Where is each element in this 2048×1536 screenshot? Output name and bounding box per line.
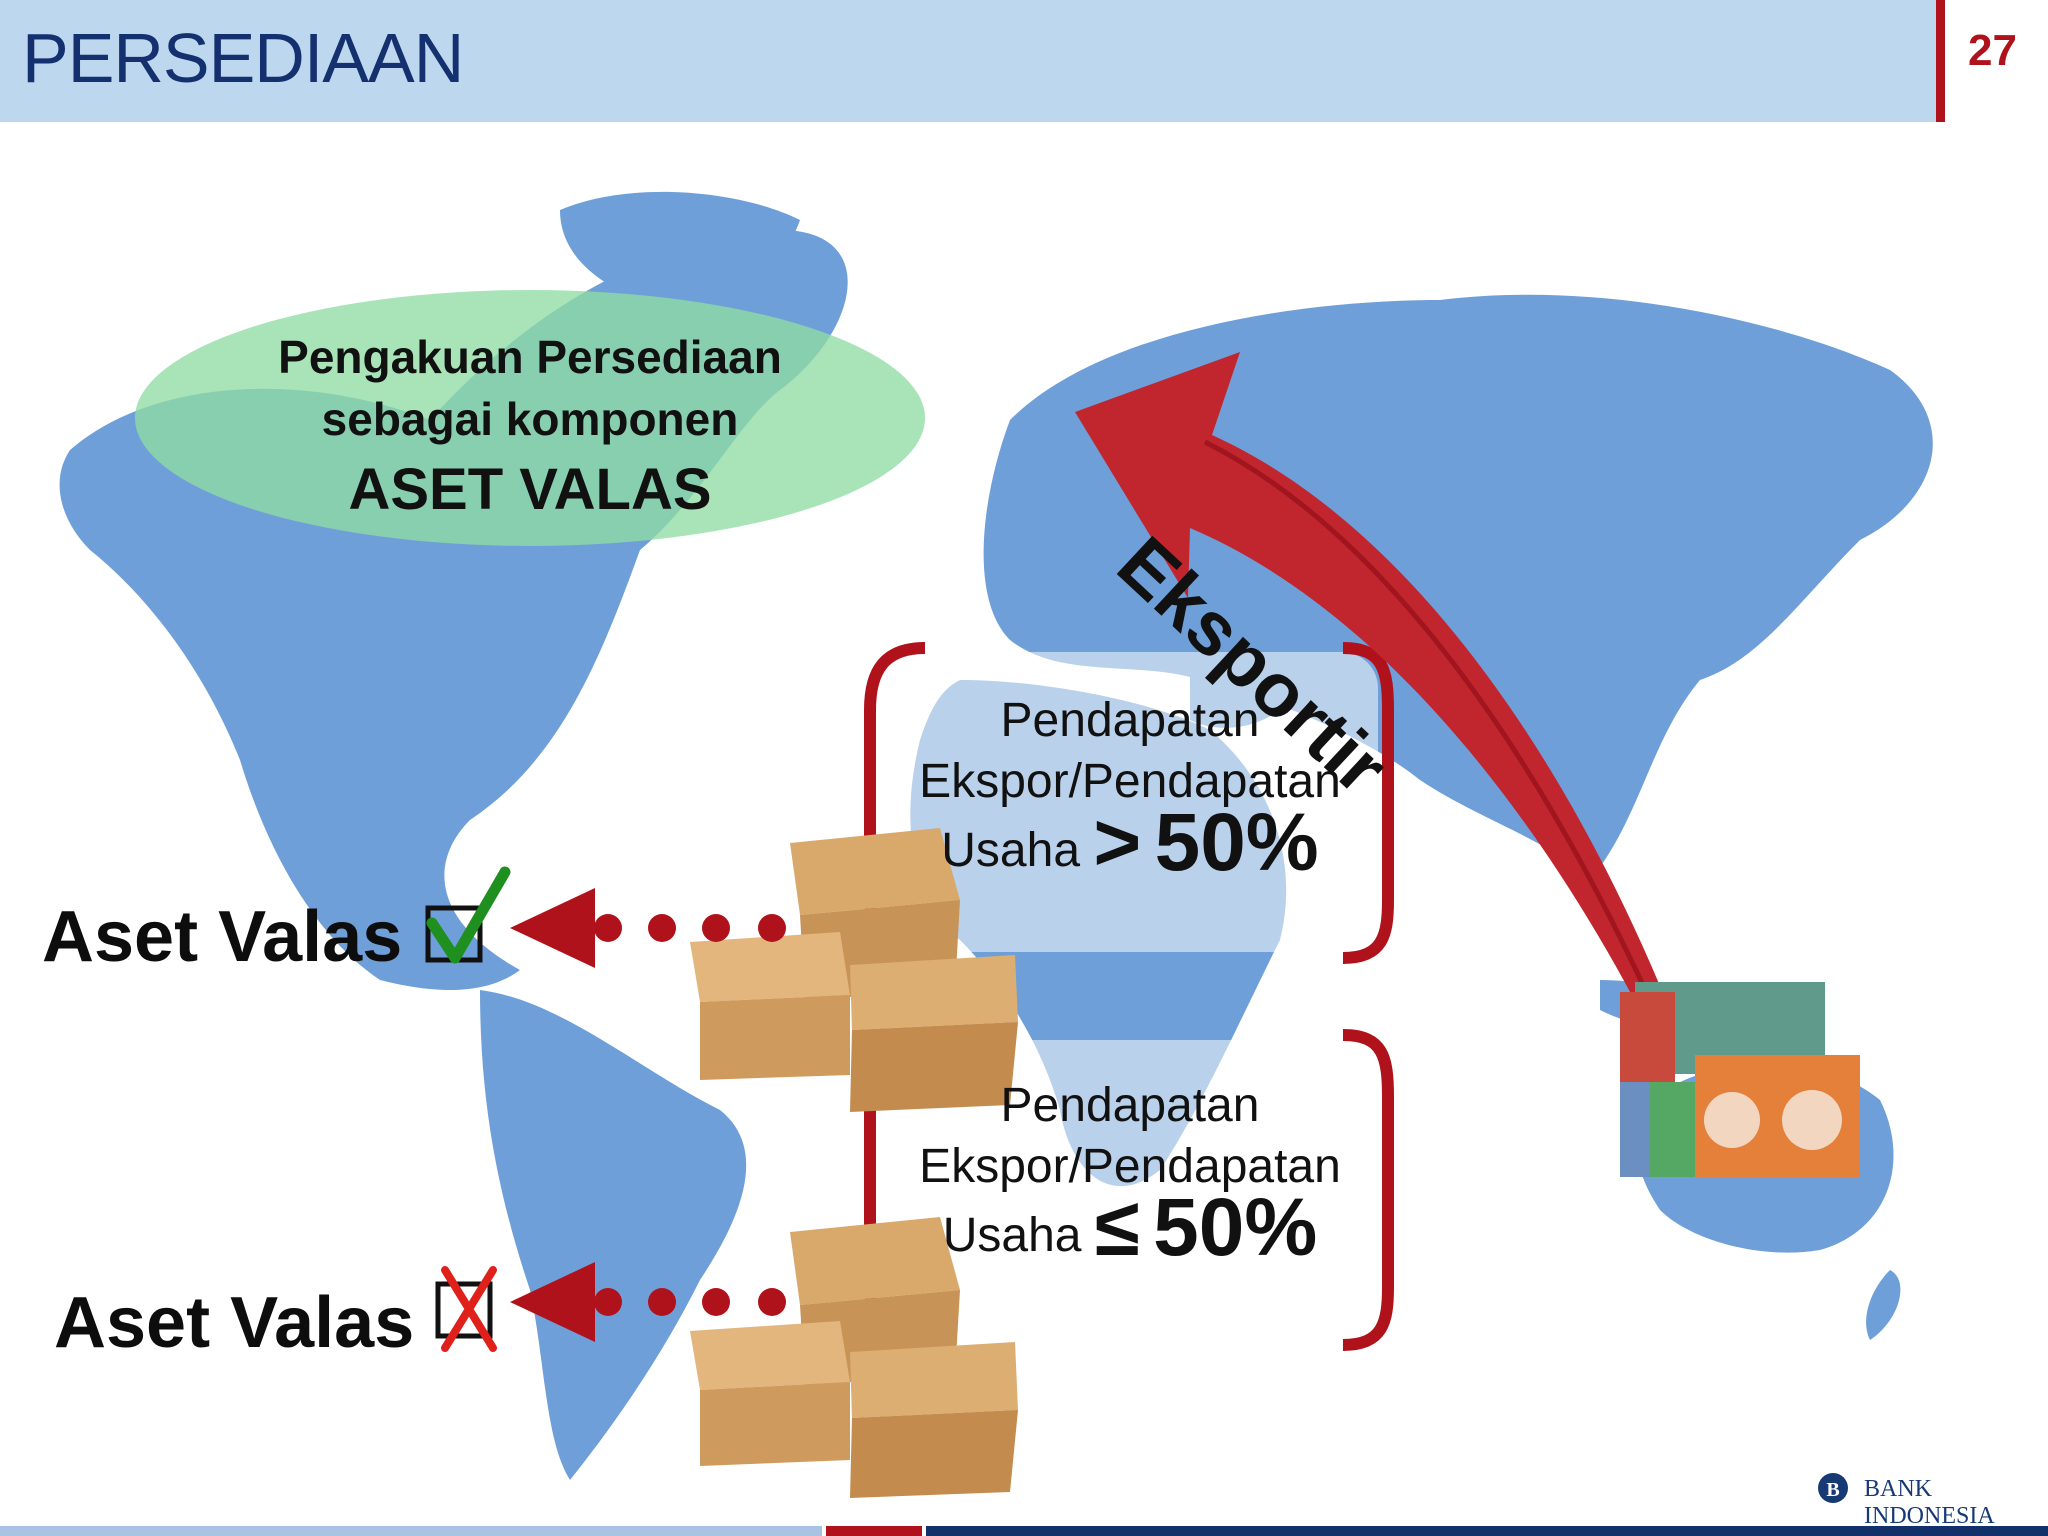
svg-text:B: B <box>1826 1479 1839 1501</box>
box-top-line-2: Ekspor/Pendapatan <box>919 755 1341 808</box>
shipping-containers-icon <box>1620 982 1860 1177</box>
aset-valas-no-label: Aset Valas <box>54 1283 415 1363</box>
callout-text: Pengakuan Persediaan sebagai komponen AS… <box>200 326 860 530</box>
box-bottom-text: Pendapatan Ekspor/Pendapatan Usaha ≤ 50% <box>915 1075 1345 1269</box>
bank-indonesia-logo-text: BANK INDONESIA <box>1864 1476 1995 1529</box>
boxes-bottom-icon <box>690 1217 1018 1498</box>
header-divider <box>1936 0 1945 122</box>
page-number: 27 <box>1968 26 2017 75</box>
box-top-condition: Usaha > 50% <box>915 802 1345 884</box>
box-top-text: Pendapatan Ekspor/Pendapatan Usaha > 50% <box>915 690 1345 884</box>
callout-title: ASET VALAS <box>348 457 712 522</box>
box-top-percent: 50% <box>1154 797 1319 888</box>
box-top-line-1: Pendapatan <box>1000 694 1260 747</box>
callout-ellipse <box>135 290 925 546</box>
export-arrow-icon <box>1075 352 1670 1020</box>
box-bottom-condition: Usaha ≤ 50% <box>915 1187 1345 1269</box>
footer-bar-navy <box>926 1526 2048 1536</box>
box-bottom-prefix: Usaha <box>942 1209 1082 1262</box>
box-top-prefix: Usaha <box>941 824 1081 877</box>
box-top-operator: > <box>1093 797 1142 888</box>
top-dotted-arrow-icon <box>510 888 786 968</box>
bank-indonesia-logo-icon: B <box>1818 1473 1848 1503</box>
box-bottom-percent: 50% <box>1153 1182 1318 1273</box>
bottom-dotted-arrow-icon <box>510 1262 786 1342</box>
page-title: PERSEDIAAN <box>22 19 464 97</box>
callout-line-1: Pengakuan Persediaan <box>278 331 782 383</box>
box-bottom-line-1: Pendapatan <box>1000 1079 1260 1132</box>
footer-bar-light <box>0 1526 822 1536</box>
crossed-box-icon <box>435 1266 497 1352</box>
header-bar <box>0 0 1940 122</box>
boxes-top-icon <box>690 828 1018 1112</box>
footer-bar-red <box>826 1526 922 1536</box>
box-bottom-line-2: Ekspor/Pendapatan <box>919 1140 1341 1193</box>
aset-valas-yes-label: Aset Valas <box>42 897 403 977</box>
callout-line-2: sebagai komponen <box>321 393 739 445</box>
world-map-illustration: B <box>59 191 1933 1503</box>
checked-box-icon <box>425 866 511 964</box>
box-bottom-operator: ≤ <box>1094 1182 1140 1273</box>
